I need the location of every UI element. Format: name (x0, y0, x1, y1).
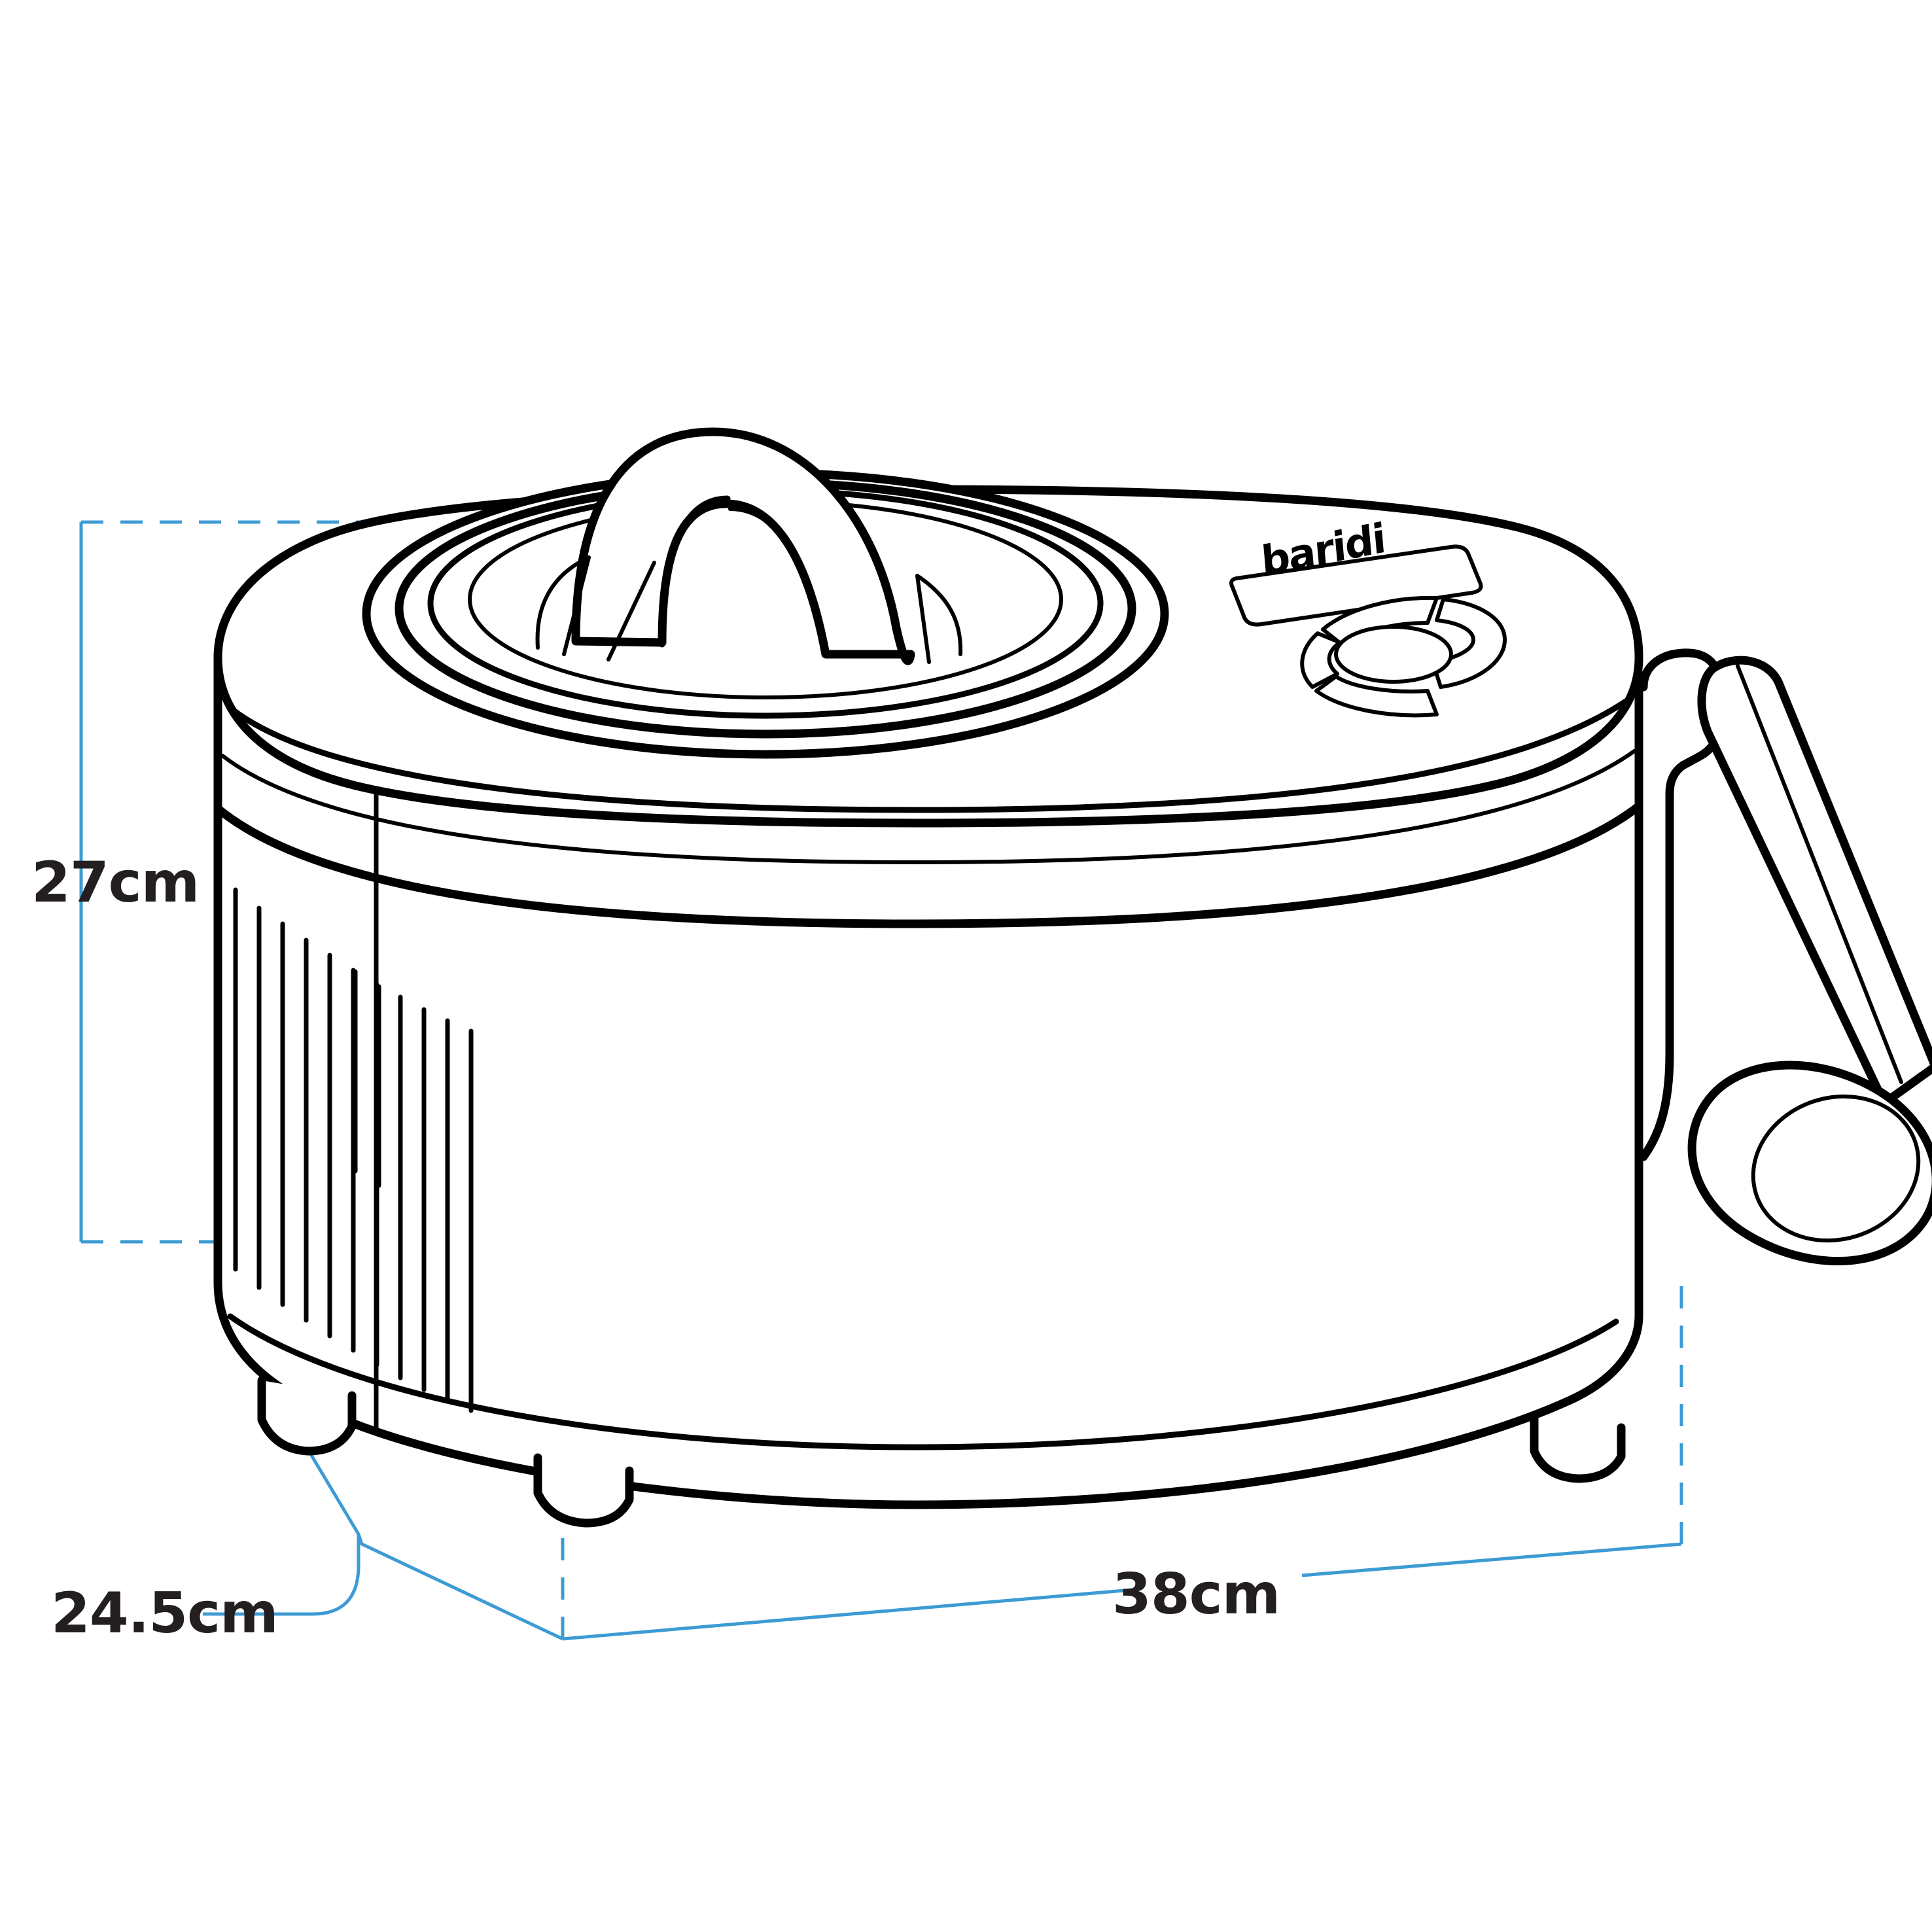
paddle-blade-left-edge (562, 555, 591, 656)
lcd-display (1229, 544, 1483, 627)
dome-outer-shell (571, 427, 915, 665)
paddle-blade-right-edge (915, 574, 931, 664)
width-label: 38cm (1112, 1562, 1280, 1627)
body-base-curve (227, 1313, 1619, 1450)
control-pad-center-button (1334, 625, 1453, 684)
height-label: 27cm (31, 850, 199, 915)
dome-inner-edge (728, 507, 828, 656)
paddle-blade-mid (606, 561, 656, 661)
depth-label: 24.5cm (51, 1581, 278, 1646)
control-pad-segment-right (1431, 597, 1507, 689)
paddle-blade-right-curve (915, 574, 963, 656)
scoop-bowl-outer (1687, 1061, 1932, 1265)
lid-lower-lip (213, 801, 1643, 928)
paddle-blade-left-curve (535, 555, 591, 650)
feet (257, 1376, 1626, 1528)
foot-back-left (257, 1376, 357, 1456)
ventilation-grille (233, 887, 474, 1413)
scoop-handle-seam (1736, 664, 1903, 1084)
depth-leader-elbow (203, 1534, 360, 1616)
scoop-handle (1697, 656, 1932, 1108)
lid-rim-line-1 (227, 697, 1631, 813)
width-measure-right (1301, 1542, 1682, 1577)
ice-cream-maker: baridi (213, 427, 1932, 1528)
dimension-labels: 27cm 24.5cm 38cm (31, 850, 1280, 1646)
width-measure-left (562, 1588, 1133, 1641)
ice-cream-scoop (1687, 656, 1932, 1265)
foot-front-left (533, 1453, 634, 1528)
dome-arch-inner (659, 495, 731, 648)
control-pad-segment-bottom (1314, 675, 1439, 718)
control-pad (1300, 595, 1507, 718)
foot-front-right (1530, 1413, 1626, 1483)
control-pad-segment-left (1300, 631, 1342, 689)
scoop-bowl-rim (1751, 1094, 1921, 1243)
transparent-dome (535, 427, 963, 665)
lid-rim-line-2 (220, 749, 1636, 864)
